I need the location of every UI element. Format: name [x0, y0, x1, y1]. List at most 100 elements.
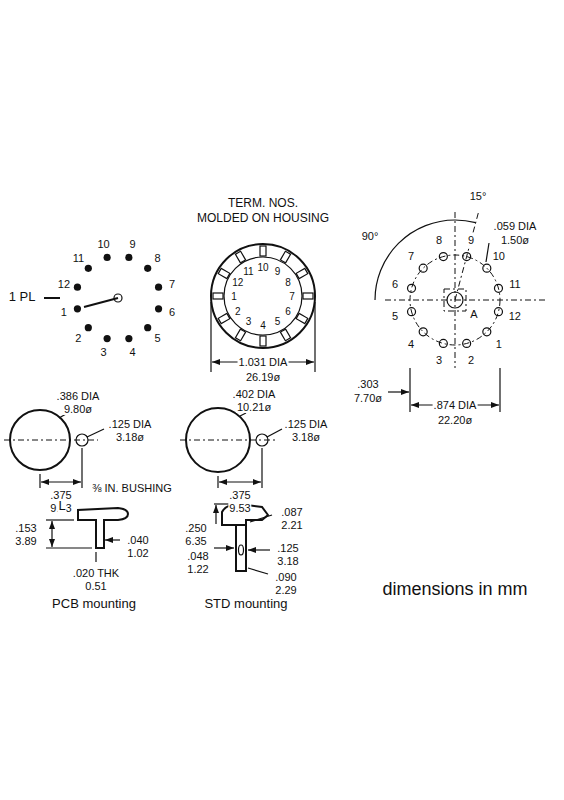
- terminal-hole: [408, 284, 416, 292]
- terminal-number: 10: [492, 250, 506, 262]
- pcb-terminal: [46, 508, 128, 562]
- terminal-number: 8: [435, 234, 443, 246]
- terminal-number: 8: [154, 252, 162, 264]
- center-line: [4, 440, 98, 441]
- dimension-label: .874 DIA: [433, 399, 478, 411]
- terminal-tab: [235, 251, 245, 263]
- position-dot: [155, 305, 162, 312]
- terminal-number: 7: [407, 250, 415, 262]
- leader-line: [95, 552, 96, 562]
- terminal-number: 6: [391, 278, 399, 290]
- terminal-number: 5: [391, 310, 399, 322]
- terminal-number: 8: [284, 276, 292, 287]
- terminal-number: 7: [168, 277, 176, 289]
- terminal-tab: [303, 293, 313, 299]
- terminal-number: 2: [234, 305, 242, 316]
- center-line: [385, 300, 545, 301]
- dimension-label: 3.18: [276, 555, 299, 567]
- dimension-line: [51, 521, 52, 547]
- terminal-tab: [218, 313, 230, 323]
- extension-line: [217, 476, 218, 488]
- extension-line: [46, 547, 92, 548]
- terminal-hole: [419, 264, 427, 272]
- position-dot: [74, 284, 81, 291]
- extension-line: [499, 368, 500, 412]
- terminal-number: 1: [495, 338, 503, 350]
- terminal-tab: [280, 329, 290, 341]
- terminal-hole: [494, 308, 502, 316]
- terminal-number: 2: [467, 354, 475, 366]
- bushing-view: [180, 408, 282, 488]
- position-dot: [85, 324, 92, 331]
- dimension-label: 0.51: [84, 580, 107, 592]
- leader-line: [248, 568, 268, 574]
- terminal-number: 12: [231, 276, 244, 287]
- terminal-tab: [296, 268, 308, 278]
- terminal-number: 11: [508, 278, 521, 290]
- terminal-number: 11: [72, 252, 85, 264]
- terminal-number: 6: [168, 306, 176, 318]
- dimension-label: .020 THK: [72, 567, 120, 579]
- extension-line: [314, 302, 315, 372]
- view-caption: PCB mounting: [51, 597, 137, 611]
- dimension-label: 26.19ø: [245, 371, 281, 383]
- terminal-number: 9: [467, 234, 475, 246]
- note: TERM. NOS.: [227, 197, 299, 210]
- terminal-number: 3: [245, 316, 253, 327]
- position-dot: [144, 265, 151, 272]
- dimension-label: .303: [356, 378, 379, 390]
- dimension-label: 22.20ø: [437, 414, 473, 426]
- bushing-outline: [186, 408, 250, 472]
- terminal-hole: [463, 253, 471, 261]
- terminal-number: 6: [284, 305, 292, 316]
- dimension-label: .125 DIA: [108, 418, 153, 430]
- position-dot: [74, 305, 81, 312]
- index-dash: [44, 297, 60, 299]
- bushing-view: [4, 410, 104, 488]
- terminal-number: 5: [154, 332, 162, 344]
- terminal-number: 1: [60, 306, 68, 318]
- terminal-number: 1: [230, 291, 238, 302]
- dimension-label: .402 DIA: [232, 388, 277, 400]
- locating-hole: [256, 434, 268, 446]
- angle-arc: [455, 220, 476, 223]
- dimension-line: [105, 539, 120, 540]
- dimension-label: 2.21: [280, 519, 303, 531]
- dimension-label: .090: [274, 571, 297, 583]
- std-terminal: [214, 504, 272, 574]
- terminal-number: 3: [435, 354, 443, 366]
- terminal-tab: [260, 246, 266, 256]
- dimension-label: .153: [14, 522, 37, 534]
- extension-line: [81, 448, 82, 488]
- terminal-number: 7: [288, 291, 296, 302]
- position-dial: [44, 254, 162, 342]
- extension-line: [210, 302, 211, 372]
- shaft-outline: [444, 289, 466, 311]
- dimension-label: 90°: [361, 230, 380, 242]
- dimension-label: 1.50ø: [500, 234, 530, 246]
- terminal-hole: [439, 253, 447, 261]
- hole-circle: [410, 255, 500, 345]
- terminal-tab: [296, 313, 308, 323]
- shaft: [447, 292, 463, 308]
- dimension-label: .087: [280, 506, 303, 518]
- terminal-number: 2: [74, 332, 82, 344]
- dimension-line: [388, 391, 409, 392]
- solder-tab: [236, 525, 246, 571]
- angle-arc: [375, 220, 455, 300]
- dimension-label: 3.18ø: [291, 431, 321, 443]
- terminal-tab: [213, 293, 223, 299]
- terminal-ring: [224, 257, 302, 335]
- terminal-number: A: [469, 308, 478, 320]
- leader-line: [250, 515, 272, 522]
- position-dot: [125, 254, 132, 261]
- position-dot: [155, 284, 162, 291]
- terminal-number: 9: [274, 265, 282, 276]
- extension-line: [261, 448, 262, 488]
- dimension-label: .040: [126, 534, 149, 546]
- position-dot: [144, 324, 151, 331]
- dimension-label: 1.22: [186, 563, 209, 575]
- leader-line: [87, 429, 104, 437]
- leader-line: [240, 413, 246, 416]
- bushing-outline: [10, 410, 70, 470]
